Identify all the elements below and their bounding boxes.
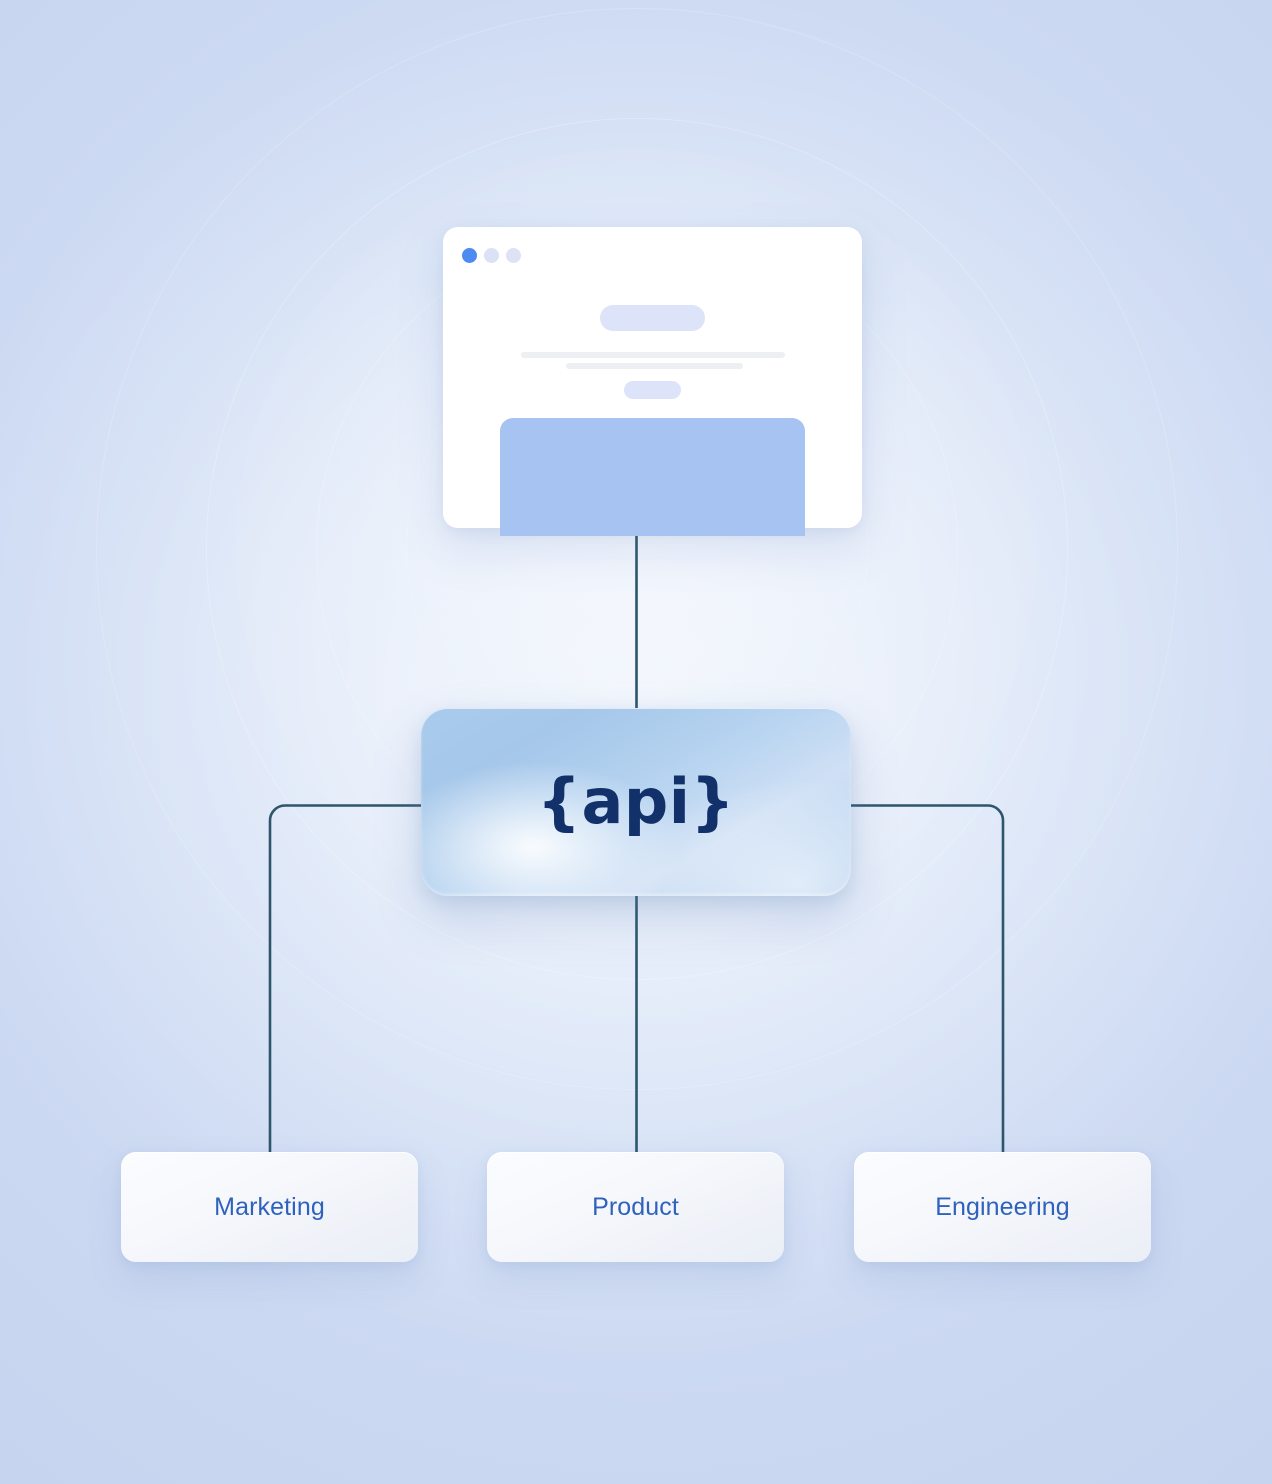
node-engineering-label: Engineering — [935, 1192, 1070, 1221]
hero-block-placeholder — [500, 418, 805, 536]
maximize-dot-icon[interactable] — [506, 248, 521, 263]
node-engineering[interactable]: Engineering — [854, 1152, 1151, 1262]
text-line-placeholder-2 — [566, 363, 743, 369]
api-node-label: {api} — [536, 765, 736, 838]
api-node[interactable]: {api} — [421, 708, 851, 896]
button-placeholder — [624, 381, 681, 399]
close-dot-icon[interactable] — [462, 248, 477, 263]
node-marketing-label: Marketing — [214, 1192, 325, 1221]
minimize-dot-icon[interactable] — [484, 248, 499, 263]
backdrop-ring-outer — [96, 8, 1178, 1090]
connector-api-to-engineering — [851, 798, 1005, 1155]
node-product[interactable]: Product — [487, 1152, 784, 1262]
heading-placeholder — [600, 305, 705, 331]
node-marketing[interactable]: Marketing — [121, 1152, 418, 1262]
node-product-label: Product — [592, 1192, 679, 1221]
text-line-placeholder-1 — [521, 352, 785, 358]
connector-api-to-marketing — [268, 798, 421, 1155]
